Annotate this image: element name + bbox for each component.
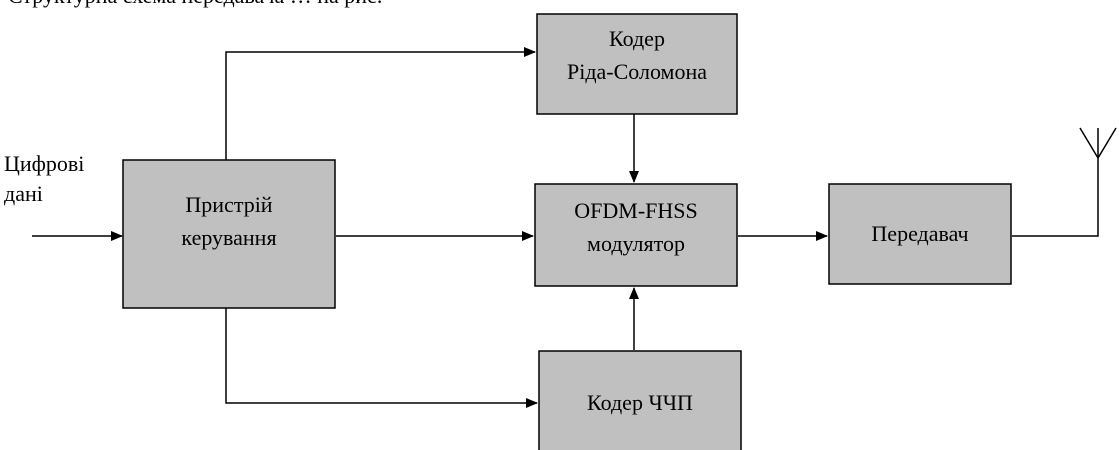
control-to-rs-arrow: [225, 47, 536, 160]
input-label-line2: дані: [4, 181, 43, 206]
control-unit-label-line1: Пристрій: [185, 192, 272, 217]
rs-encoder-block: Кодер Ріда-Соломона: [536, 13, 738, 115]
fh-encoder-label: Кодер ЧЧП: [587, 390, 693, 415]
modulator-label-line1: OFDM-FHSS: [574, 198, 698, 223]
rs-encoder-label-line1: Кодер: [609, 26, 665, 51]
transmitter-label: Передавач: [871, 221, 968, 246]
fh-encoder-block: Кодер ЧЧП: [538, 350, 742, 450]
modulator-label-line2: модулятор: [587, 231, 685, 256]
control-unit-label-line2: керування: [181, 225, 276, 250]
transmitter-to-antenna-line: [1012, 158, 1099, 237]
modulator-block: OFDM-FHSS модулятор: [534, 183, 738, 287]
antenna-icon: [1079, 127, 1117, 159]
input-label-line1: Цифрові: [4, 151, 84, 176]
rs-encoder-label-line2: Ріда-Соломона: [567, 59, 707, 84]
transmitter-block: Передавач: [828, 183, 1012, 285]
caption-fragment: Структурна схема передавача … на рис.: [8, 0, 382, 8]
control-unit-block: Пристрій керування: [122, 159, 336, 309]
control-to-fh-arrow: [225, 308, 538, 408]
